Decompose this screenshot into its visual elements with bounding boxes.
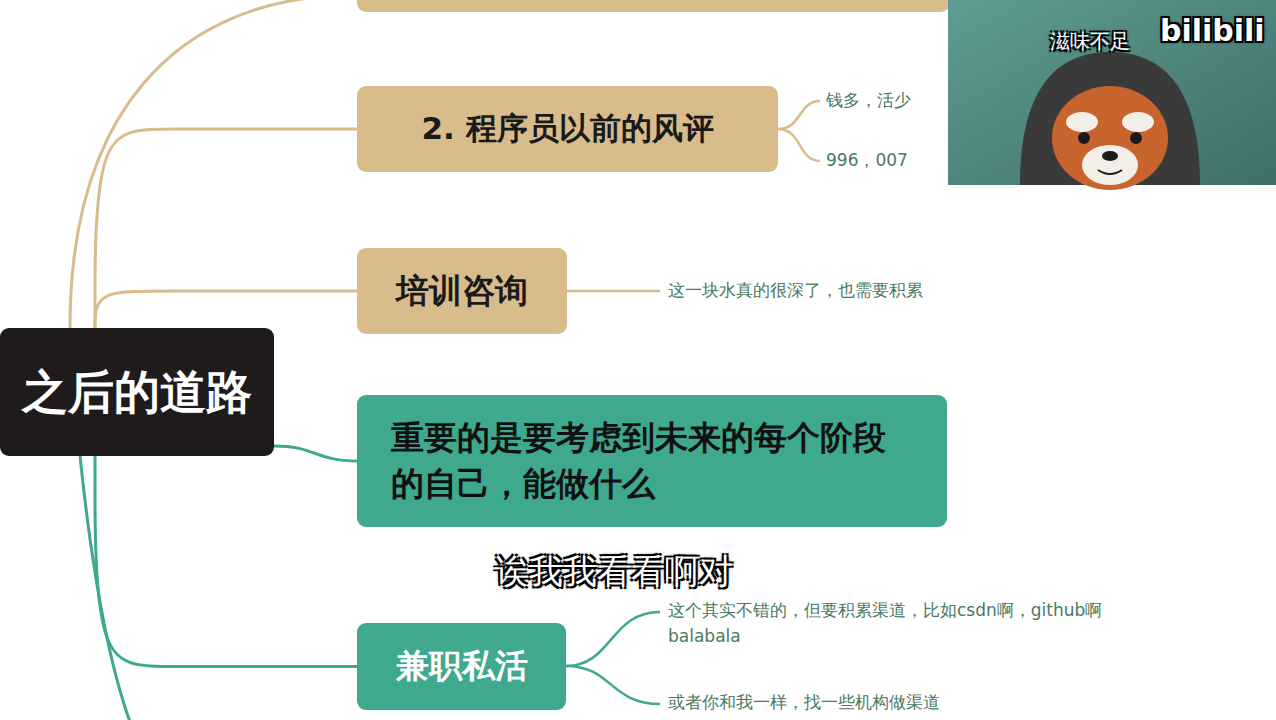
topic-box: 培训咨询 bbox=[357, 248, 567, 334]
leaf-text: 或者你和我一样，找一些机构做渠道 bbox=[668, 690, 940, 716]
topic-text: 兼职私活 bbox=[396, 643, 528, 689]
branch-connector bbox=[95, 456, 357, 667]
branch-connector bbox=[274, 446, 357, 461]
topic-text: 之后的道路 bbox=[22, 360, 252, 424]
leaf-text: 这个其实不错的，但要积累渠道，比如csdn啊，github啊balabala bbox=[668, 598, 1148, 649]
topic-text: 2. 程序员以前的风评 bbox=[421, 107, 713, 150]
topic-box: 兼职私活 bbox=[357, 623, 566, 710]
leaf-text: 996，007 bbox=[826, 148, 908, 174]
leaf-text: 这一块水真的很深了，也需要积累 bbox=[668, 278, 923, 304]
leaf-line bbox=[778, 101, 820, 129]
leaf-line bbox=[778, 129, 820, 161]
watermark: bilibili bbox=[1160, 8, 1265, 53]
root-topic: 之后的道路 bbox=[0, 328, 274, 456]
leaf-line bbox=[566, 612, 660, 666]
topic-text: 培训咨询 bbox=[396, 268, 528, 314]
branch-line bbox=[80, 456, 130, 720]
branch-line bbox=[70, 0, 357, 328]
leaf-line bbox=[567, 290, 660, 293]
topic-box: 重要的是要考虑到未来的每个阶段的自己，能做什么 bbox=[357, 395, 947, 527]
webcam-overlay bbox=[948, 0, 1276, 190]
leaf-line bbox=[566, 666, 660, 704]
branch-connector bbox=[95, 129, 357, 328]
subtitle: 诶我我看看啊对 bbox=[495, 546, 733, 597]
partial-box bbox=[357, 0, 950, 12]
leaf-text: 钱多，活少 bbox=[826, 88, 911, 114]
webcam-caption: 滋味不足 bbox=[1050, 26, 1130, 56]
topic-text: 重要的是要考虑到未来的每个阶段的自己，能做什么 bbox=[391, 415, 913, 507]
topic-box: 2. 程序员以前的风评 bbox=[357, 86, 778, 172]
branch-connector bbox=[95, 291, 357, 328]
